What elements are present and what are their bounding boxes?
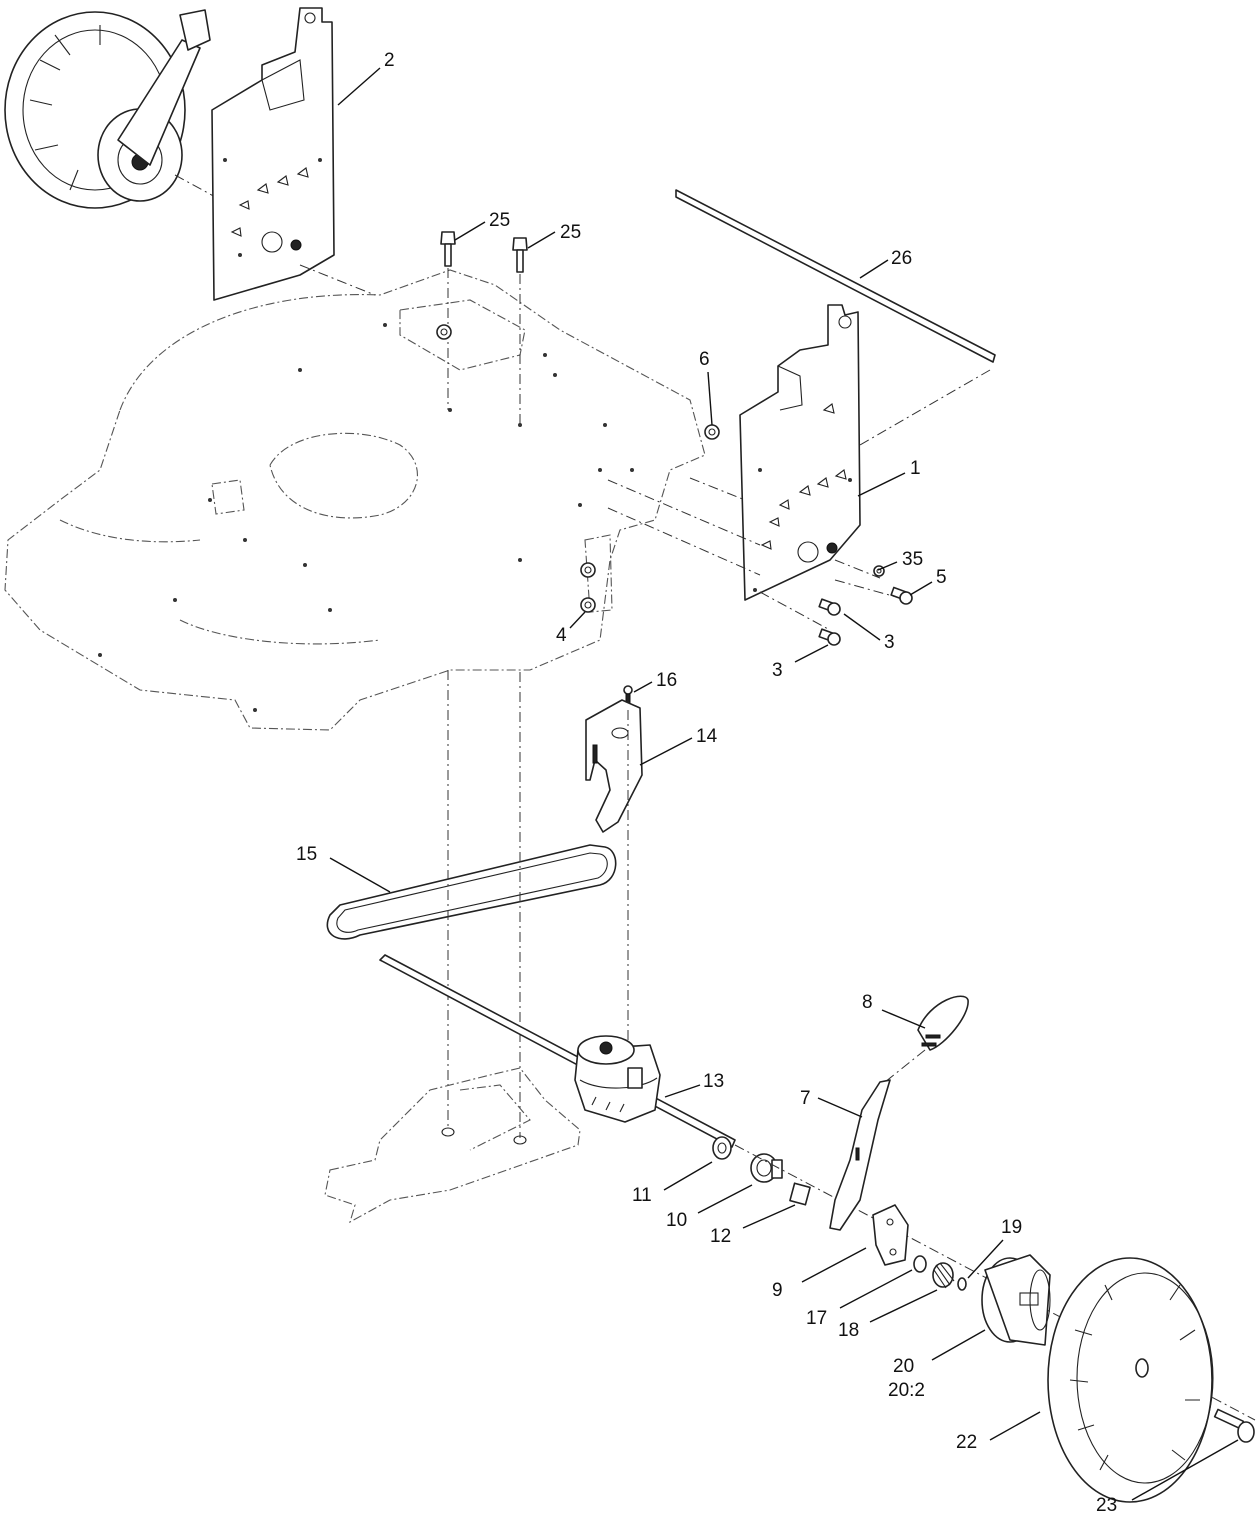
part-18-gear — [932, 1262, 955, 1289]
callout-3-upper: 3 — [884, 632, 895, 653]
callout-2: 2 — [384, 50, 395, 71]
bolt-3-lower — [818, 628, 841, 646]
part-20-hubcap — [981, 1254, 1051, 1346]
part-1-right-plate — [739, 304, 861, 601]
bolt-25-left — [440, 231, 456, 410]
part-7-lever — [829, 1079, 891, 1231]
callout-15: 15 — [296, 844, 317, 865]
part-23-bolt — [1213, 1408, 1255, 1443]
callout-14: 14 — [696, 726, 718, 747]
part-12-spacer — [789, 1182, 811, 1206]
callout-13: 13 — [703, 1071, 724, 1092]
part-2-left-plate — [211, 7, 335, 301]
callout-19: 19 — [1001, 1217, 1022, 1238]
callout-16: 16 — [656, 670, 677, 691]
callout-7: 7 — [800, 1088, 811, 1109]
callout-10: 10 — [666, 1210, 687, 1231]
callout-23: 23 — [1096, 1495, 1117, 1516]
part-13-axle-transmission — [379, 954, 736, 1148]
nut-6 — [704, 424, 720, 440]
part-10-pinion — [750, 1153, 783, 1183]
bolt-5 — [890, 586, 913, 605]
bolt-3-upper — [818, 598, 841, 616]
bolt-25-right — [512, 237, 528, 425]
callout-5: 5 — [936, 567, 947, 588]
deck-nut-center — [436, 324, 452, 340]
callout-4: 4 — [556, 625, 567, 646]
callout-20: 20 — [893, 1356, 914, 1377]
callout-8: 8 — [862, 992, 873, 1013]
part-22-wheel — [1047, 1257, 1214, 1503]
callout-22: 22 — [956, 1432, 977, 1453]
callout-35: 35 — [902, 549, 923, 570]
part-17-washer — [913, 1255, 927, 1273]
part-26-rod — [675, 189, 996, 446]
callout-25-left: 25 — [489, 210, 510, 231]
callout-20-2: 20:2 — [888, 1380, 925, 1401]
part-9-plate — [872, 1204, 909, 1266]
part-8-knob — [917, 995, 969, 1051]
callout-26: 26 — [891, 248, 912, 269]
part-19-ring — [957, 1277, 967, 1291]
callout-11: 11 — [632, 1185, 652, 1206]
callout-labels: 2 25 25 26 6 1 35 5 3 3 4 16 14 15 8 13 … — [296, 50, 1117, 1516]
part-11-bushing — [712, 1136, 732, 1160]
callout-12: 12 — [710, 1226, 731, 1247]
lower-housing-phantom — [324, 1067, 581, 1224]
left-wheel-assembly — [4, 9, 211, 209]
part-14-bracket — [585, 699, 643, 1045]
callout-9: 9 — [772, 1280, 783, 1301]
mower-deck-phantom — [4, 269, 706, 731]
callout-6: 6 — [699, 349, 710, 370]
leader-lines — [329, 67, 1239, 1501]
callout-18: 18 — [838, 1320, 859, 1341]
nuts-4 — [580, 562, 596, 613]
callout-25-right: 25 — [560, 222, 581, 243]
part-15-belt — [326, 844, 617, 940]
callout-17: 17 — [806, 1308, 827, 1329]
callout-3-lower: 3 — [772, 660, 783, 681]
callout-1: 1 — [910, 458, 921, 479]
deck-holes — [98, 323, 634, 712]
